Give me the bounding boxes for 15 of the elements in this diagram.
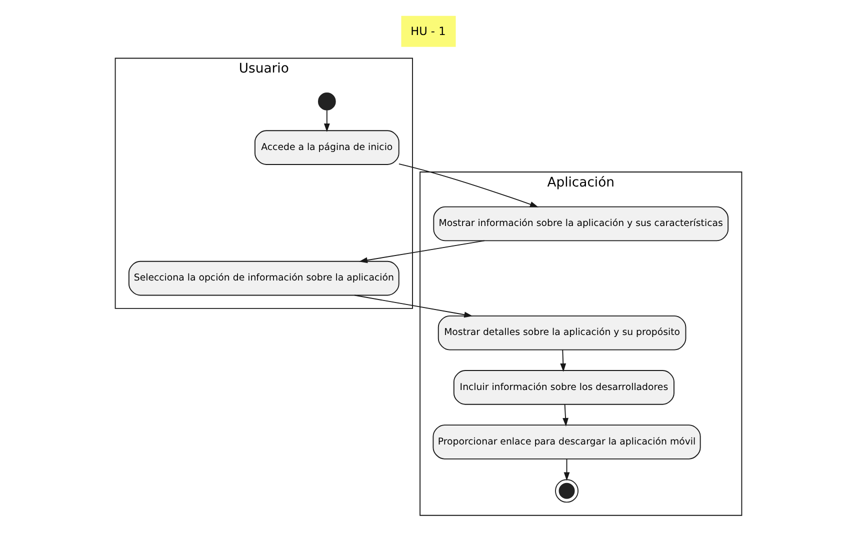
node-box: Mostrar detalles sobre la aplicación y su propósito — [437, 315, 686, 350]
node-box: Proporcionar enlace para descargar la aplicación móvil — [432, 424, 700, 460]
arrow — [563, 458, 570, 481]
node-box: Selecciona la opción de información sobre la aplicación — [128, 260, 399, 296]
node-circle — [317, 92, 336, 110]
arrow — [560, 349, 566, 372]
arrow — [398, 163, 538, 208]
node-circle — [554, 479, 578, 503]
node-box: Accede a la página de inicio — [254, 130, 399, 165]
diagram-title: HU - 1 — [410, 24, 446, 38]
arrow — [358, 240, 484, 264]
node-box: Mostrar información sobre la aplicación y sus características — [432, 206, 728, 242]
arrow — [323, 110, 330, 132]
arrow — [562, 404, 568, 426]
node-box: Incluir información sobre los desarrolladores — [452, 370, 674, 405]
